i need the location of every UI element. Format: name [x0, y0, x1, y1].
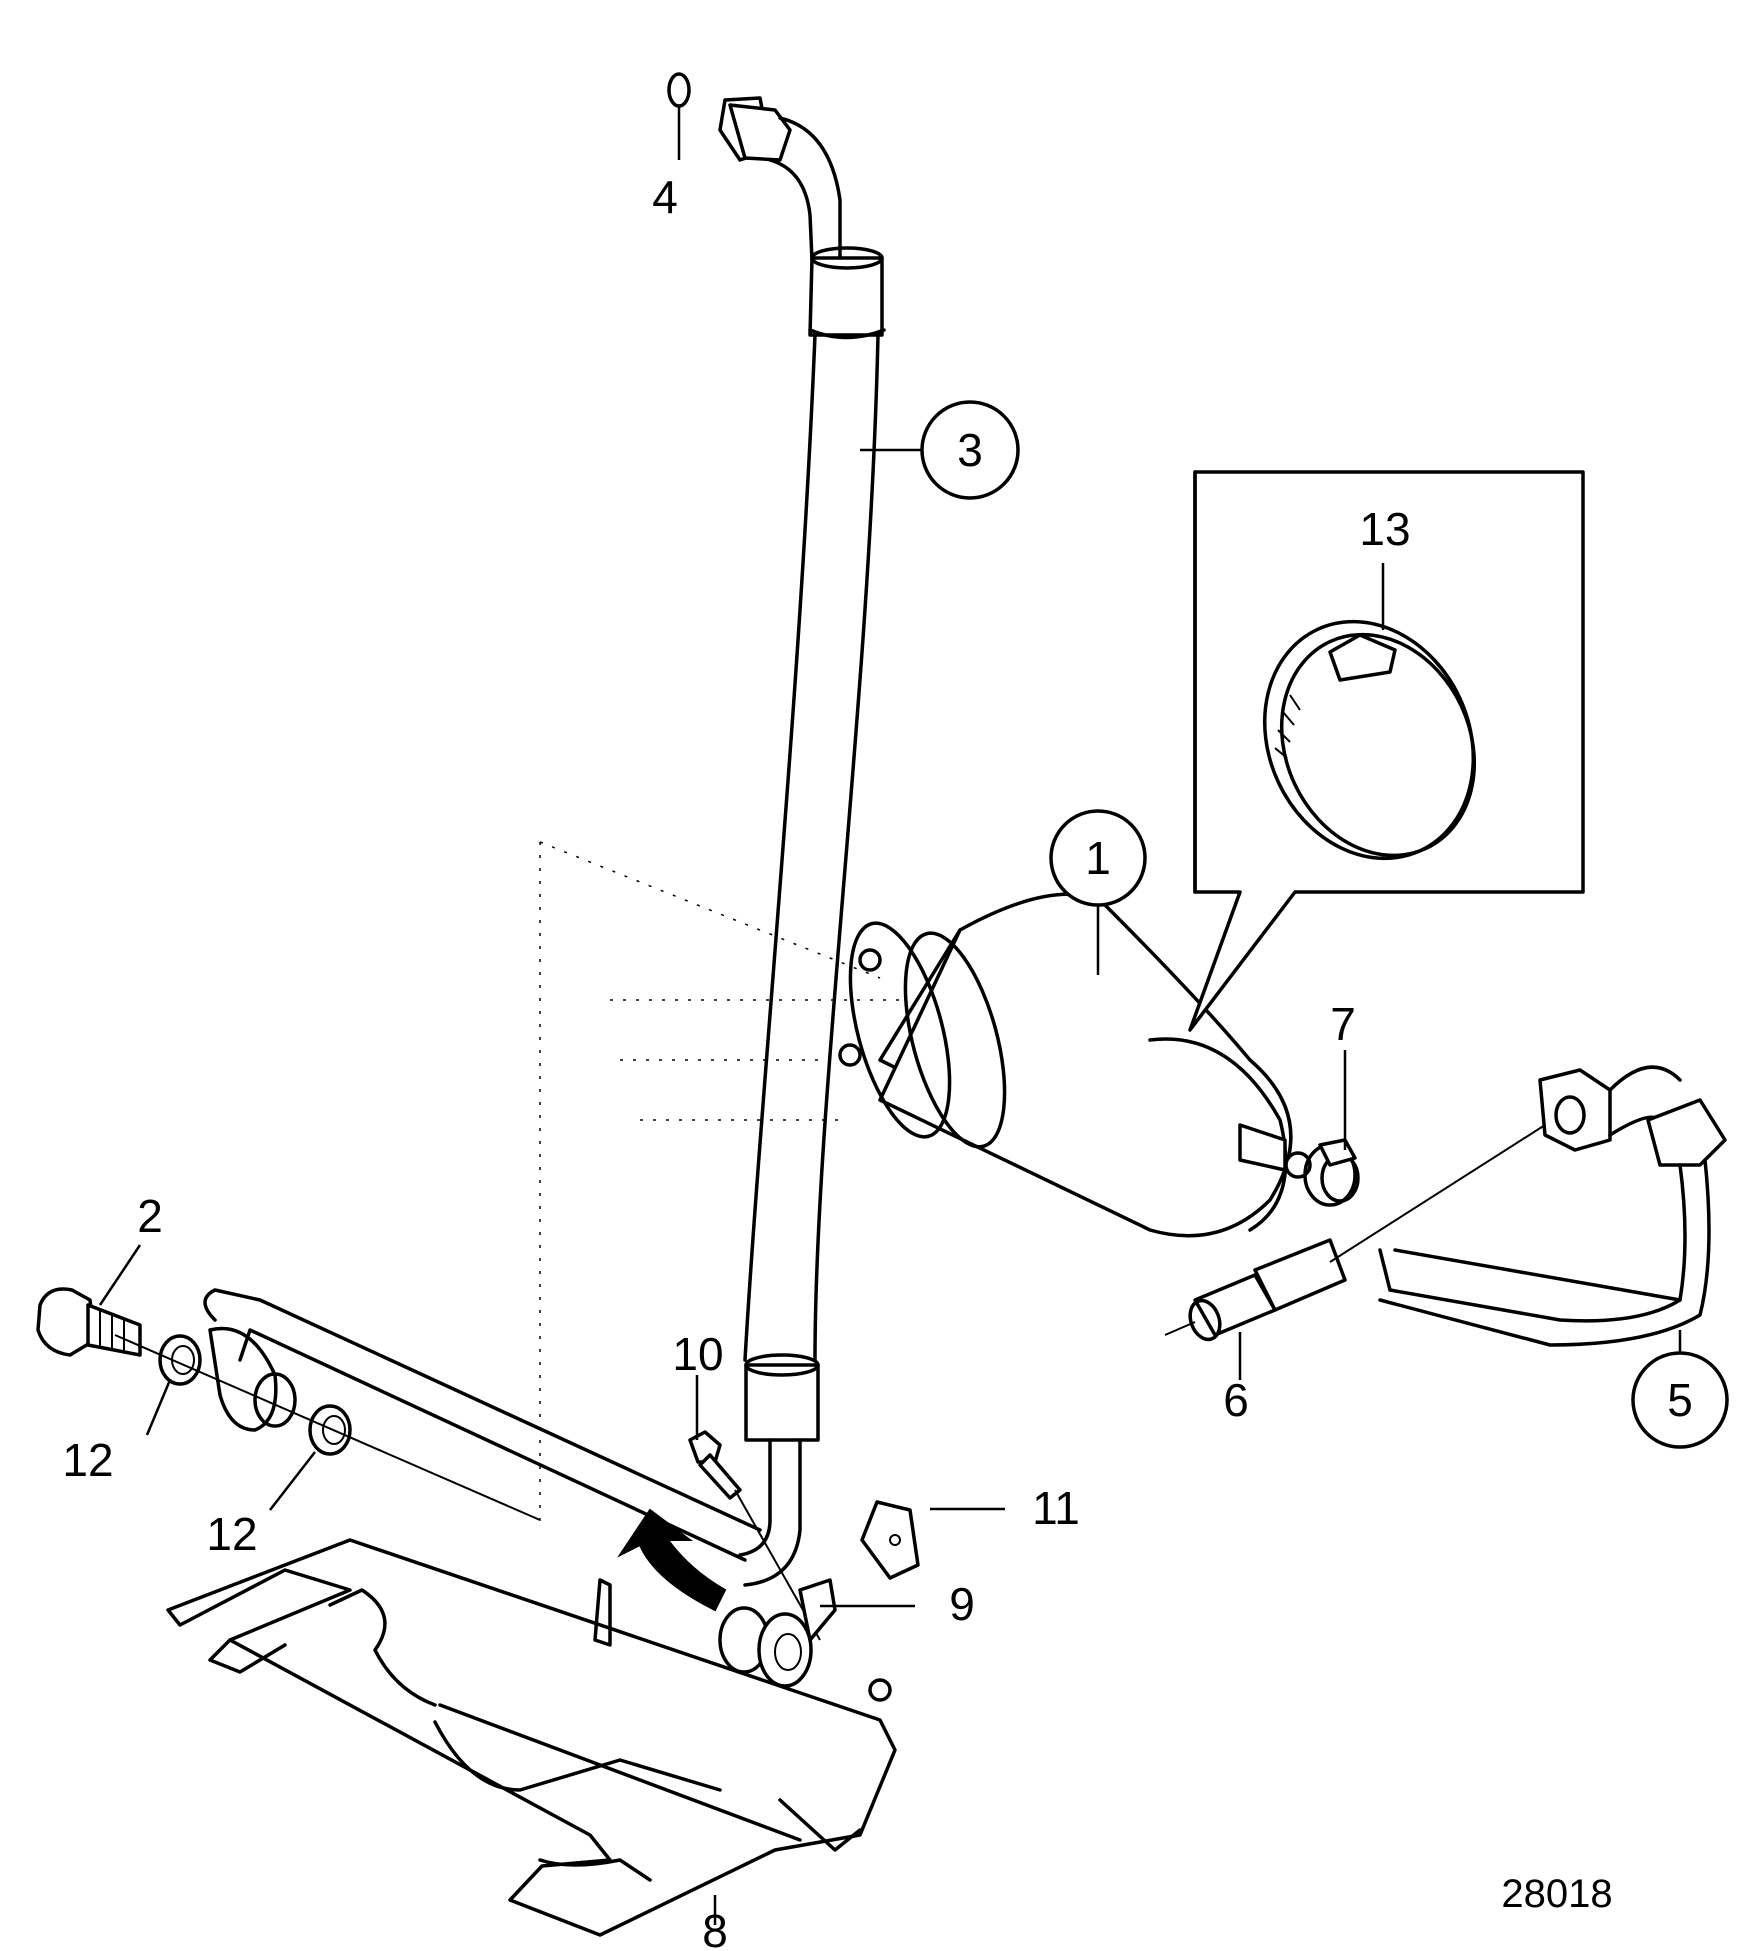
callout-1: 1	[1085, 832, 1111, 884]
fuel-hose-part-3	[667, 72, 886, 1587]
callout-9: 9	[949, 1578, 975, 1630]
detail-inset-box	[1188, 470, 1585, 1032]
callout-4: 4	[652, 171, 678, 223]
callout-12b: 12	[206, 1508, 257, 1560]
assembly-direction-arrow	[617, 1508, 727, 1612]
hose-nipple-part-6	[1164, 1124, 1546, 1342]
callout-6: 6	[1223, 1374, 1249, 1426]
callout-labels: 1 2 3 4 5 6 7 8 9 10 11 12 12 13	[62, 171, 1692, 1951]
bolt-part-10	[688, 1430, 821, 1641]
callout-12a: 12	[62, 1434, 113, 1486]
figure-reference-number: 28018	[1501, 1872, 1612, 1916]
leader-lines	[98, 105, 1682, 1925]
callout-3: 3	[957, 424, 983, 476]
dotted-reference-lines	[459, 841, 900, 1522]
callout-circles	[920, 400, 1729, 1449]
hose-clamp-part-13	[1262, 619, 1477, 861]
sealing-washer-part-12a	[158, 1334, 202, 1386]
callout-10: 10	[672, 1328, 723, 1380]
callout-7: 7	[1330, 998, 1356, 1050]
callout-13: 13	[1359, 503, 1410, 555]
bracket-part-8	[166, 1538, 897, 1937]
p-clamp-part-9	[718, 1578, 837, 1688]
callout-5: 5	[1667, 1374, 1693, 1426]
banjo-assembly	[36, 1287, 762, 1562]
o-ring-part-4	[667, 72, 691, 108]
callout-8: 8	[702, 1905, 728, 1951]
callout-2: 2	[137, 1190, 163, 1242]
callout-11: 11	[1032, 1482, 1080, 1534]
clip-nut-part-11	[860, 1500, 920, 1580]
hose-clamp-part-7	[1303, 1138, 1360, 1207]
fuel-hose-part-5	[1378, 1065, 1727, 1347]
sealing-washer-part-12b	[308, 1404, 352, 1456]
